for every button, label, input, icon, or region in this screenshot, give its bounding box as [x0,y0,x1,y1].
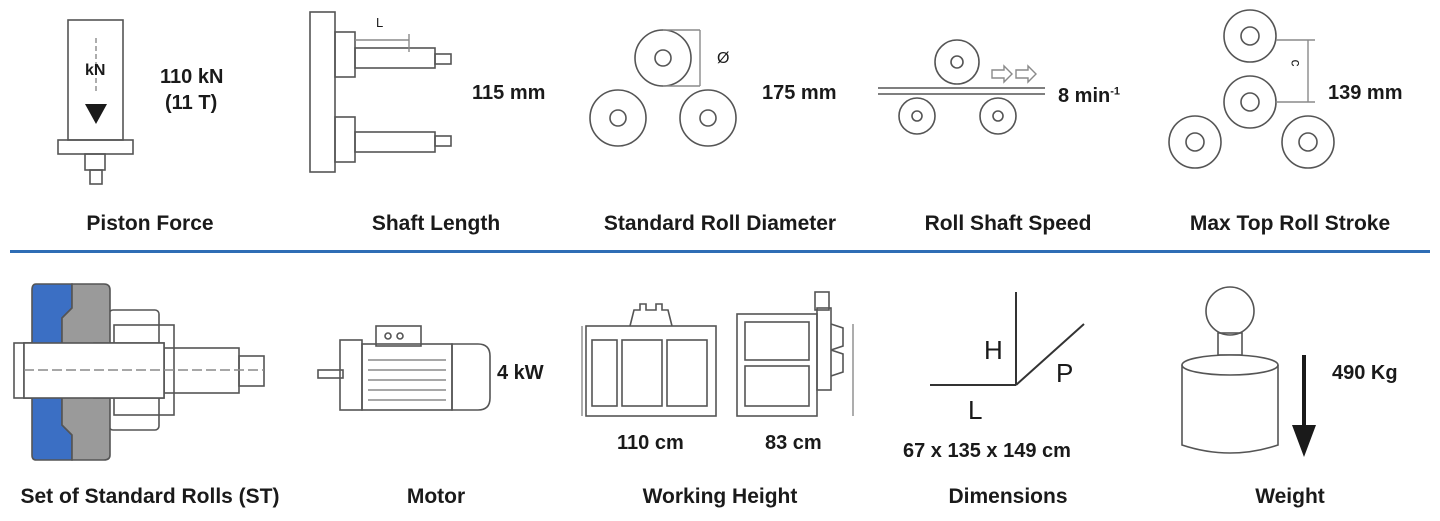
arrow-down-icon [85,104,107,124]
piston-force-tons: (11 T) [165,92,218,114]
stroke-dim-letter: c [1288,59,1305,67]
shaft-length-caption: Shaft Length [371,212,501,235]
motor-power-value: 4 kW [497,362,544,384]
machine-side-view [736,291,854,417]
roll-speed-caption: Roll Shaft Speed [924,212,1092,235]
piston-arrow-label: kN [85,62,106,79]
diameter-symbol: Ø [717,50,730,67]
roll-diameter-caption: Standard Roll Diameter [603,212,837,235]
motor-caption: Motor [406,485,466,508]
weight-icon [1181,286,1316,457]
shaft-diagram [309,11,452,173]
roll-speed-number: 8 min [1058,85,1111,107]
piston-force-caption: Piston Force [86,212,214,235]
speed-diagram [878,39,1045,135]
weight-value: 490 Kg [1332,362,1398,384]
standard-roll-cross-section [13,283,265,461]
stroke-diagram [1168,9,1335,169]
feed-arrow-icon [991,64,1037,84]
roll-diameter-value: 175 mm [762,82,837,104]
working-height-caption: Working Height [642,485,798,508]
dimensions-caption: Dimensions [948,485,1068,508]
top-roll-stroke-value: 139 mm [1328,82,1403,104]
dimension-letter-l: L [968,395,983,425]
standard-rolls-caption: Set of Standard Rolls (ST) [20,485,280,508]
dimension-letter-h: H [984,335,1003,365]
motor-icon [317,325,491,411]
rolls-diagram [589,29,737,147]
top-roll-stroke-caption: Max Top Roll Stroke [1189,212,1391,235]
roll-speed-unit-exponent: -1 [1110,85,1121,98]
shaft-length-value: 115 mm [472,82,546,104]
weight-caption: Weight [1255,485,1325,508]
piston-force-value: 110 kN [160,66,224,88]
machine-front-view [581,303,717,417]
working-height-side-value: 83 cm [765,432,822,454]
piston-diagram [57,19,134,185]
shaft-dim-letter: L [376,15,384,30]
dimensions-value: 67 x 135 x 149 cm [903,440,1071,462]
section-divider [10,250,1430,253]
working-height-front-value: 110 cm [617,432,684,454]
dimension-letter-p: P [1056,358,1074,388]
dimensions-axes-icon [930,292,1085,386]
roll-speed-value: 8 min-1 [1058,85,1120,108]
